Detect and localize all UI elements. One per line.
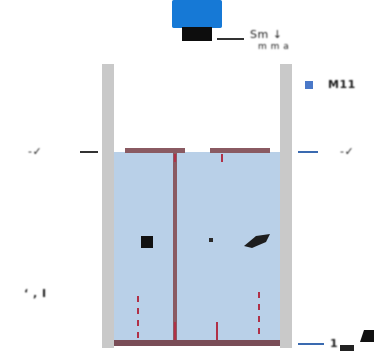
top-plate-right [210, 148, 270, 153]
tank-wall-right [280, 64, 292, 348]
legend-marker [305, 81, 313, 89]
float-dot-center [209, 238, 213, 242]
sensor-base [182, 27, 212, 41]
float-object-right [244, 234, 270, 248]
sensor-sublabel: m m a [258, 42, 290, 52]
tank-wall-left [102, 64, 114, 348]
tank-floor [114, 340, 280, 346]
float-object-left [141, 236, 153, 248]
bottom-right-blot [340, 345, 354, 351]
sensor-body [172, 0, 222, 28]
top-plate-left [125, 148, 185, 153]
bottom-right-label: 1 [330, 337, 339, 350]
level-label-left: -✓ [28, 145, 43, 158]
center-shaft [173, 150, 177, 346]
sensor-label: Sm ↓ [250, 28, 283, 41]
tank-fluid [114, 152, 280, 346]
legend-label: M11 [328, 78, 356, 91]
side-label-left: ‘ , I [24, 287, 47, 300]
bottom-right-mark [360, 330, 374, 342]
level-label-right: -✓ [340, 145, 355, 158]
